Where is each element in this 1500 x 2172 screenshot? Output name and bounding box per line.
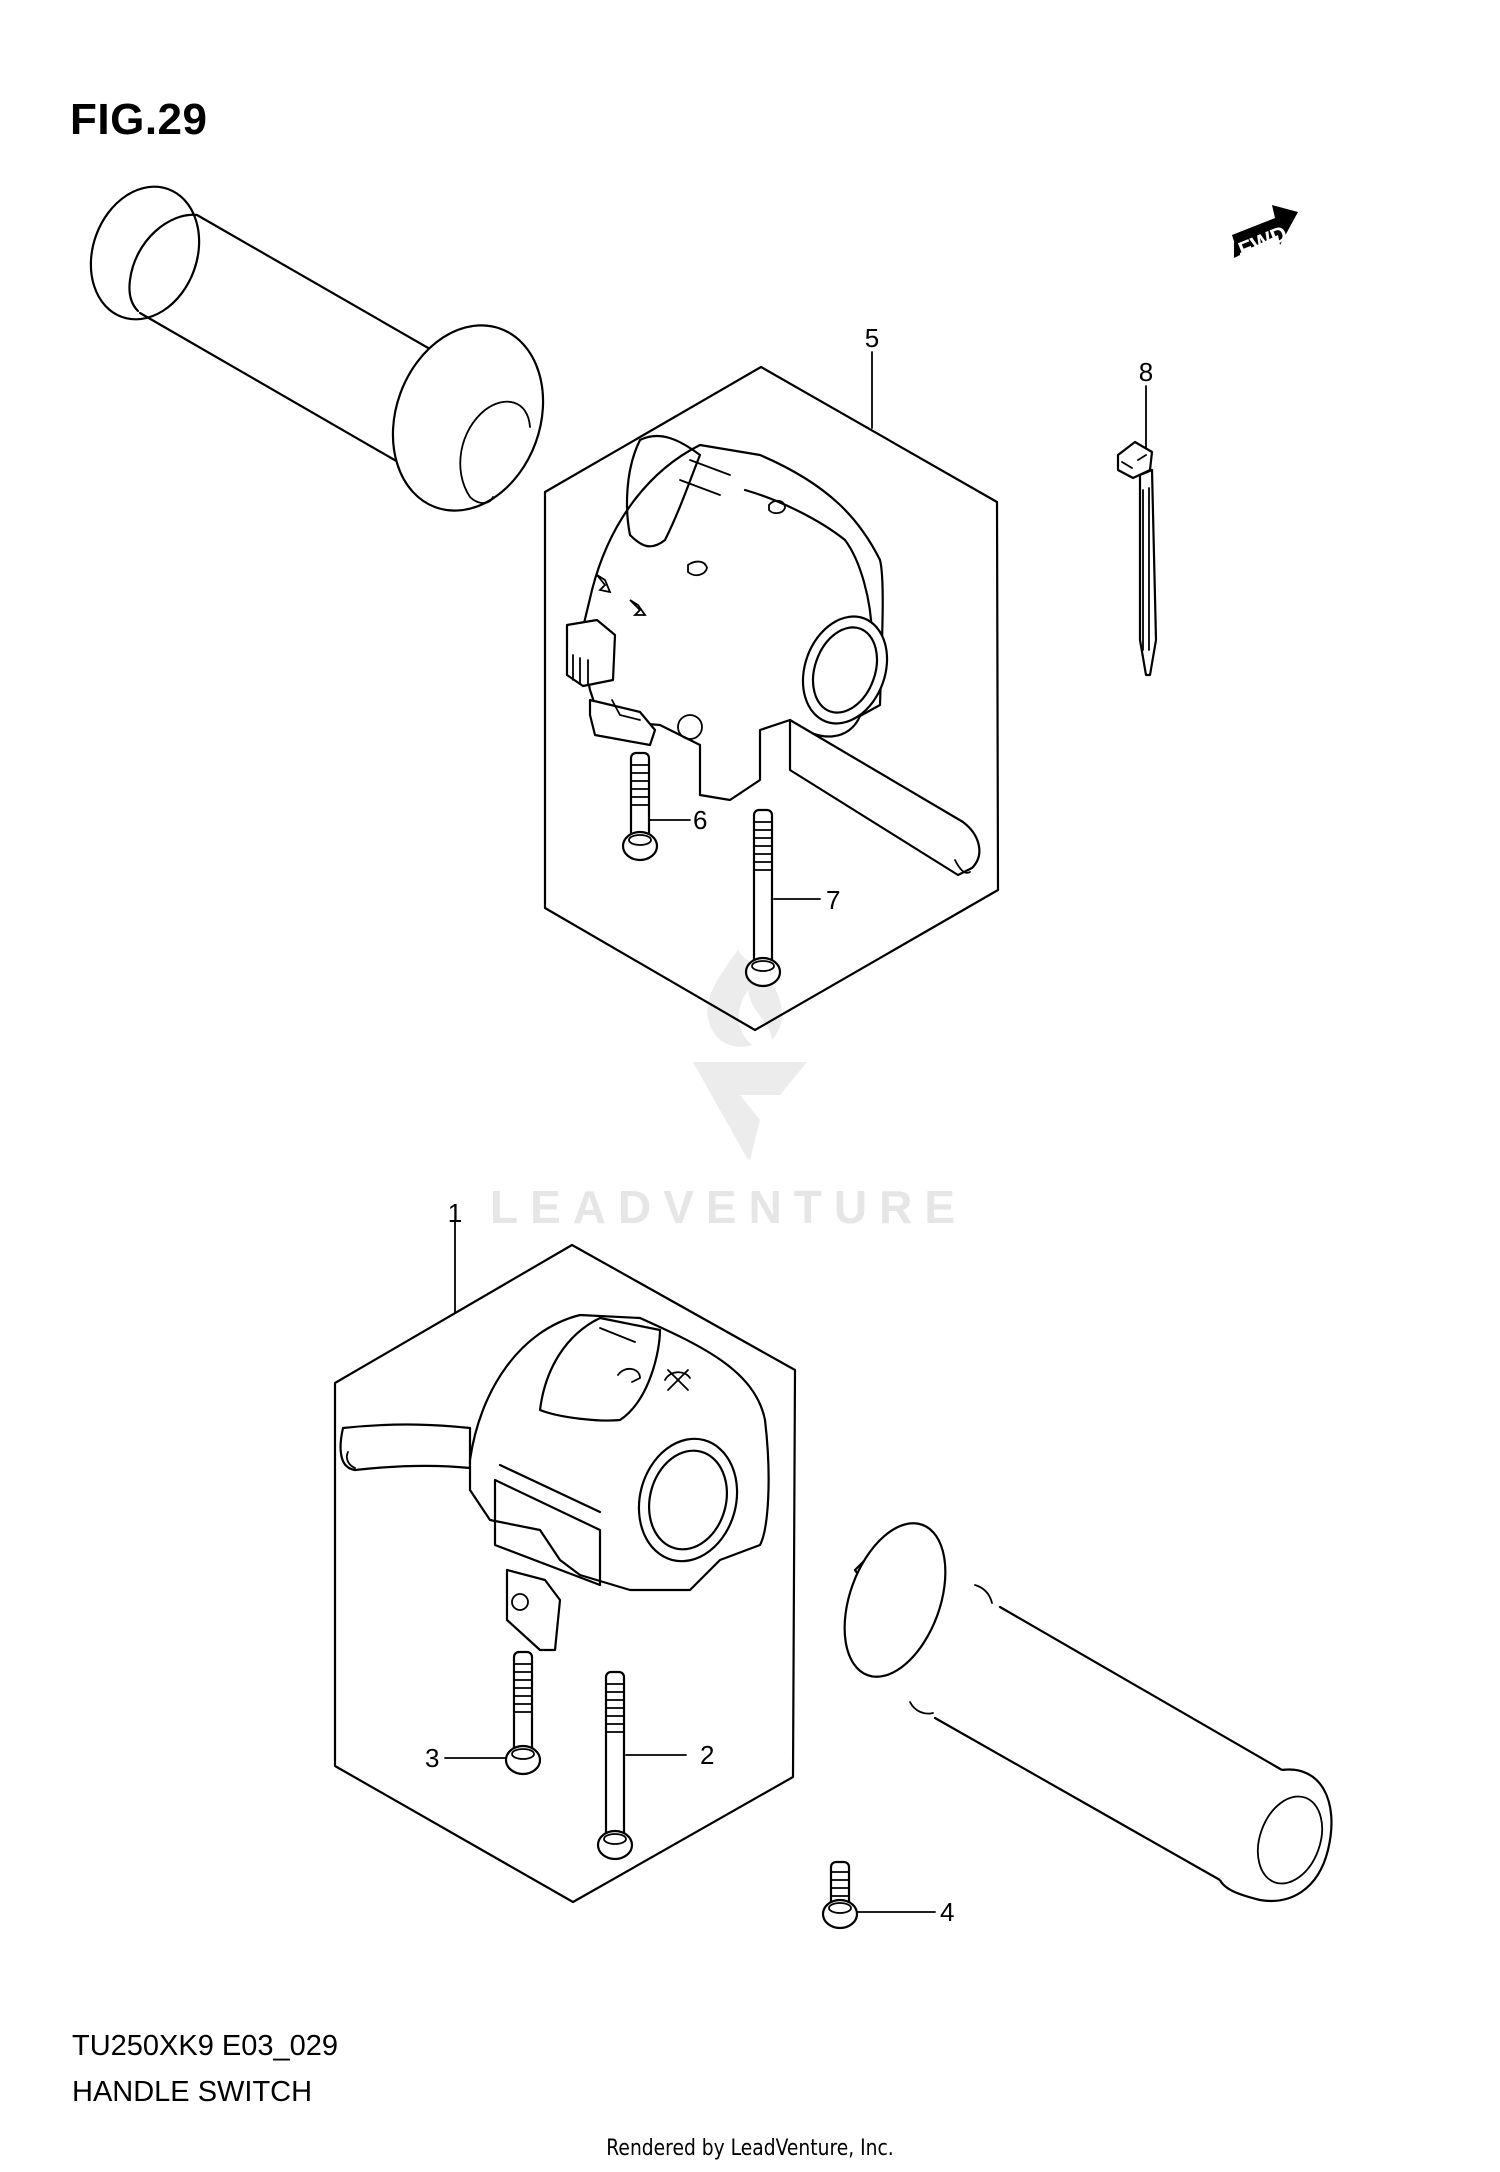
lower-assembly-outline (333, 1243, 797, 1904)
model-code: TU250XK9 E03_029 (72, 2030, 339, 2062)
watermark-logo: LEADVENTURE (490, 950, 967, 1233)
left-grip (89, 185, 545, 512)
render-credit: Rendered by LeadVenture, Inc. (606, 2136, 894, 2161)
screw-6 (621, 751, 659, 862)
watermark-text: LEADVENTURE (490, 1181, 967, 1233)
low-beam-icon (687, 560, 708, 577)
turn-signal-left-icon (596, 574, 612, 594)
callout-7: 7 (826, 885, 840, 915)
high-beam-icon (768, 499, 786, 515)
right-throttle-grip (843, 1522, 1333, 1902)
screw-3 (504, 1650, 542, 1776)
left-switch-housing (565, 435, 981, 877)
callout-4: 4 (940, 1897, 954, 1927)
cable-tie (1116, 440, 1158, 677)
callout-5: 5 (865, 323, 879, 353)
callout-3: 3 (425, 1743, 439, 1773)
upper-assembly-outline (543, 365, 1000, 1032)
starter-icon (511, 1593, 529, 1611)
figure-title: FIG.29 (70, 95, 208, 144)
engine-stop-off-icon (664, 1369, 691, 1391)
screw-7 (744, 808, 782, 988)
screw-4 (821, 1860, 859, 1930)
callout-6: 6 (693, 805, 707, 835)
right-switch-housing (339, 1313, 770, 1652)
turn-signal-right-icon (629, 599, 647, 616)
figure-caption: HANDLE SWITCH (72, 2076, 313, 2108)
fwd-direction-icon: FWD (1232, 205, 1298, 262)
callout-1: 1 (448, 1198, 462, 1228)
engine-stop-rotate-icon (617, 1368, 641, 1383)
screw-2 (596, 1670, 634, 1861)
callout-8: 8 (1139, 357, 1153, 387)
callout-2: 2 (700, 1740, 714, 1770)
